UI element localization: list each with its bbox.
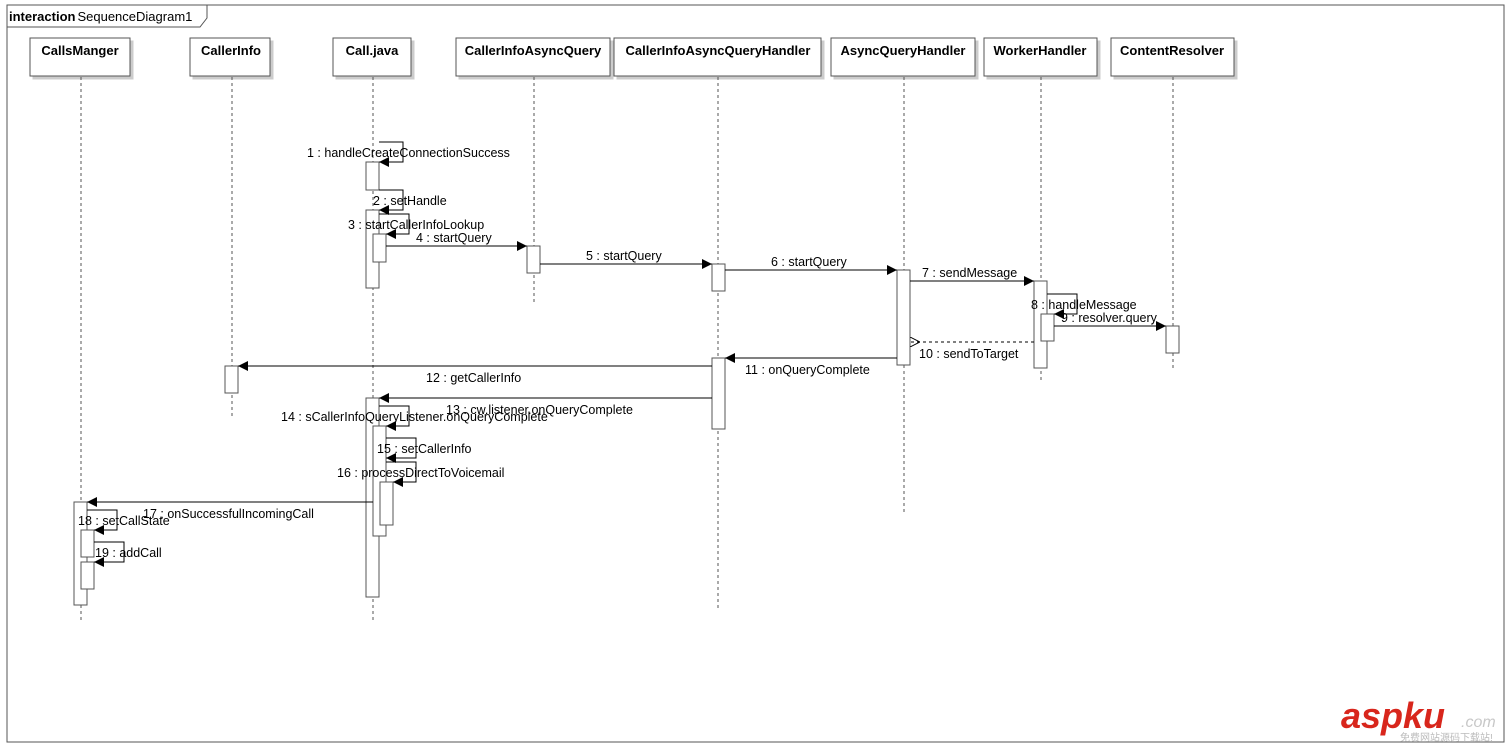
message-label-3: 3 : startCallerInfoLookup — [348, 218, 484, 232]
message-label-4: 4 : startQuery — [416, 231, 492, 245]
message-arrow-18[interactable] — [87, 509, 118, 535]
message-label-14: 14 : sCallerInfoQueryListener.onQueryCom… — [281, 410, 548, 424]
activation-call-3 — [372, 233, 387, 263]
participant-contentresolver[interactable] — [1110, 37, 1235, 77]
participant-callerinfoasyncquery[interactable] — [455, 37, 611, 77]
participant-label-callerinfoasyncquery: CallerInfoAsyncQuery — [465, 43, 602, 58]
activation-callsmanger-3 — [80, 561, 95, 590]
activation-call-1 — [365, 161, 380, 191]
frame-name: SequenceDiagram1 — [77, 9, 192, 24]
message-label-11: 11 : onQueryComplete — [745, 363, 870, 377]
message-arrow-3[interactable] — [379, 213, 410, 239]
frame-keyword: interaction — [9, 9, 76, 24]
message-label-13: 13 : cw.listener.onQueryComplete — [446, 403, 633, 417]
message-label-15: 15 : setCallerInfo — [377, 442, 472, 456]
activation-callerinfoasyncqueryhandler-1 — [711, 263, 726, 292]
message-labels: 1 : handleCreateConnectionSuccess 2 : se… — [78, 146, 1158, 560]
activation-asyncqueryhandler — [896, 269, 911, 366]
activations — [73, 161, 1180, 606]
activation-contentresolver — [1165, 325, 1180, 354]
participant-callerinfoasyncqueryhandler[interactable] — [613, 37, 822, 77]
activation-workerhandler-2 — [1040, 313, 1055, 342]
messages — [87, 141, 1166, 567]
watermark-logo: aspku .com 免费网站源码下载站! — [1341, 695, 1496, 744]
participant-callerinfo[interactable] — [189, 37, 271, 77]
participant-label-callerinfo: CallerInfo — [201, 43, 261, 58]
participant-label-workerhandler: WorkerHandler — [994, 43, 1087, 58]
message-label-7: 7 : sendMessage — [922, 266, 1017, 280]
participant-label-contentresolver: ContentResolver — [1120, 43, 1224, 58]
message-label-5: 5 : startQuery — [586, 249, 662, 263]
message-label-16: 16 : processDirectToVoicemail — [337, 466, 504, 480]
activation-callsmanger-2 — [80, 529, 95, 558]
message-label-12: 12 : getCallerInfo — [426, 371, 521, 385]
participant-call-java[interactable] — [332, 37, 412, 77]
message-arrow-19[interactable] — [94, 541, 125, 567]
activation-callerinfoasyncqueryhandler-2 — [711, 357, 726, 430]
message-arrow-2[interactable] — [379, 189, 404, 215]
participant-label-asyncqueryhandler: AsyncQueryHandler — [841, 43, 966, 58]
activation-callerinfo — [224, 365, 239, 394]
message-label-8: 8 : handleMessage — [1031, 298, 1137, 312]
message-arrow-16[interactable] — [386, 461, 417, 487]
watermark-suffix: .com — [1461, 714, 1496, 731]
watermark-text: aspku — [1341, 695, 1445, 736]
watermark-tagline: 免费网站源码下载站! — [1400, 731, 1493, 744]
message-label-19: 19 : addCall — [95, 546, 162, 560]
message-label-10: 10 : sendToTarget — [919, 347, 1019, 361]
message-label-17: 17 : onSuccessfulIncomingCall — [143, 507, 314, 521]
participant-asyncqueryhandler[interactable] — [830, 37, 976, 77]
participant-callsmanger[interactable] — [29, 37, 131, 77]
message-arrow-8[interactable] — [1047, 293, 1078, 319]
activation-call-6 — [379, 481, 394, 526]
activation-callerinfoasyncquery — [526, 245, 541, 274]
participant-workerhandler[interactable] — [983, 37, 1098, 77]
participant-label-callerinfoasyncqueryhandler: CallerInfoAsyncQueryHandler — [626, 43, 811, 58]
message-label-2: 2 : setHandle — [373, 194, 447, 208]
message-label-6: 6 : startQuery — [771, 255, 847, 269]
message-label-18: 18 : setCallState — [78, 514, 170, 528]
message-label-9: 9 : resolver.query — [1061, 311, 1158, 325]
participant-label-callsmanger: CallsManger — [41, 43, 118, 58]
message-arrow-1[interactable] — [379, 141, 404, 167]
participant-label-call-java: Call.java — [346, 43, 400, 58]
message-arrow-15[interactable] — [386, 437, 417, 463]
message-label-1: 1 : handleCreateConnectionSuccess — [307, 146, 510, 160]
message-arrow-14[interactable] — [379, 405, 410, 431]
